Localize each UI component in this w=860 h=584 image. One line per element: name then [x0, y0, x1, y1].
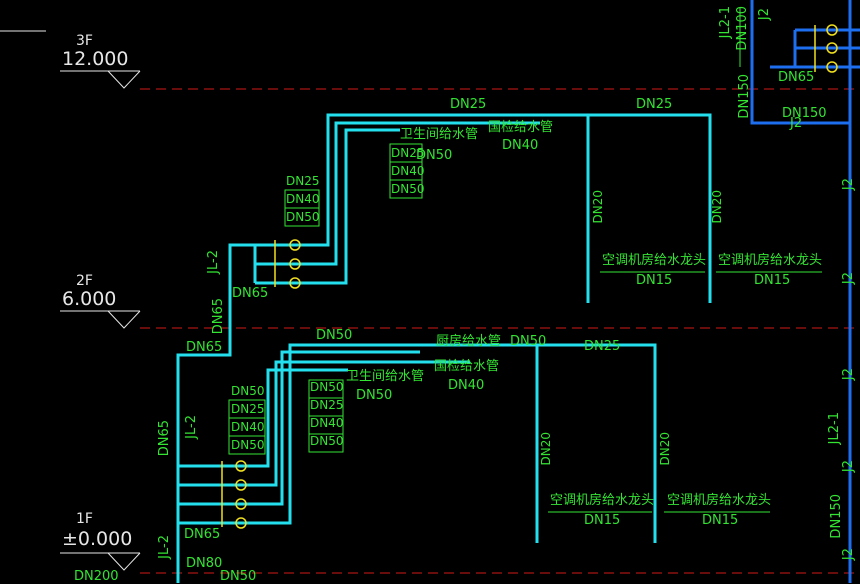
- label-dn50-stack-2f: DN50: [391, 182, 425, 196]
- label-dn25-stack-1f: DN25: [310, 398, 344, 412]
- label-dn25-1f-right: DN25: [584, 339, 621, 354]
- level-symbols: [0, 30, 141, 571]
- label-ac-tap-2f-b: 空调机房给水龙头: [718, 253, 823, 268]
- label-jl21-bottom: JL2-1: [827, 412, 842, 445]
- label-dn15-1f-a: DN15: [584, 513, 621, 528]
- label-dn25-2f-right: DN25: [636, 97, 673, 112]
- label-j2-a: J2: [841, 178, 856, 191]
- label-dn40-left-1f: DN40: [231, 420, 265, 434]
- label-dn20-2f-a: DN20: [591, 190, 605, 224]
- riser-jl2: [176, 243, 265, 583]
- label-dn25-2f-top: DN25: [450, 97, 487, 112]
- level-lines: [140, 88, 860, 574]
- label-ac-tap-1f-b: 空调机房给水龙头: [667, 493, 772, 508]
- label-dn40-left-2f: DN40: [286, 192, 320, 206]
- label-ac-tap-2f-a: 空调机房给水龙头: [602, 253, 707, 268]
- label-dn50-stack-1f-a: DN50: [310, 380, 344, 394]
- label-dn50-toilet-2f: DN50: [416, 148, 453, 163]
- label-kitchen-1f: 厨房给水管: [436, 334, 502, 349]
- label-dn200: DN200: [74, 569, 119, 584]
- label-j2-c: J2: [841, 368, 856, 381]
- label-dn40-inspect-2f: DN40: [502, 138, 539, 153]
- level-2f-name: 2F: [76, 273, 93, 289]
- label-dn20-1f-b: DN20: [658, 432, 672, 466]
- label-dn150-bottom: DN150: [829, 494, 844, 539]
- level-1f-name: 1F: [76, 511, 93, 527]
- level-2f-elev: 6.000: [62, 288, 117, 310]
- label-dn40-inspect-1f: DN40: [448, 378, 485, 393]
- label-j2-d: J2: [841, 460, 856, 473]
- label-dn65-riser-mid: DN65: [186, 340, 223, 355]
- label-inspect-1f: 国检给水管: [434, 359, 500, 374]
- label-dn50-left-1f-b: DN50: [231, 438, 265, 452]
- label-dn15-2f-a: DN15: [636, 273, 673, 288]
- label-dn80: DN80: [186, 556, 223, 571]
- label-dn150-right-a: DN150: [737, 74, 752, 119]
- label-dn100: DN100: [735, 6, 750, 51]
- label-dn50-toilet-1f: DN50: [356, 388, 393, 403]
- label-dn25-stack-2f: DN25: [391, 146, 425, 160]
- label-inspect-2f: 国检给水管: [488, 120, 554, 135]
- leaders: [228, 8, 822, 513]
- label-dn20-2f-b: DN20: [710, 190, 724, 224]
- label-dn65-riser-2f: DN65: [211, 298, 226, 335]
- label-dn20-1f-a: DN20: [539, 432, 553, 466]
- valves: [235, 24, 838, 529]
- label-j2-top: J2: [757, 8, 772, 21]
- label-j2-b: J2: [841, 272, 856, 285]
- label-dn50-stack-1f-b: DN50: [310, 434, 344, 448]
- label-j2-e: J2: [841, 548, 856, 561]
- label-toilet-2f: 卫生间给水管: [400, 127, 479, 142]
- label-dn150-right-b: DN150: [782, 106, 827, 121]
- level-1f-elev: ±0.000: [62, 528, 133, 550]
- label-dn65-riser-1f: DN65: [157, 420, 172, 457]
- label-dn25-left-1f: DN25: [231, 402, 265, 416]
- label-dn50-left-2f: DN50: [286, 210, 320, 224]
- label-jl2-2f: JL-2: [206, 250, 221, 274]
- label-j2-horizontal: J2: [790, 116, 803, 131]
- level-3f-elev: 12.000: [62, 48, 129, 70]
- label-dn15-1f-b: DN15: [702, 513, 739, 528]
- label-dn50-1f-top: DN50: [316, 328, 353, 343]
- label-dn65-1f: DN65: [184, 527, 221, 542]
- label-dn65-2f: DN65: [232, 286, 269, 301]
- label-toilet-1f: 卫生间给水管: [346, 369, 425, 384]
- label-dn15-2f-b: DN15: [754, 273, 791, 288]
- label-dn25-left-2f: DN25: [286, 174, 320, 188]
- label-dn40-stack-1f: DN40: [310, 416, 344, 430]
- label-jl2-1f-b: JL-2: [157, 535, 172, 559]
- level-3f-name: 3F: [76, 33, 93, 49]
- valve-stems: [221, 25, 816, 527]
- label-dn50-kitchen-1f: DN50: [510, 334, 547, 349]
- label-jl2-1f-a: JL-2: [184, 415, 199, 439]
- label-dn65-right: DN65: [778, 70, 815, 85]
- label-dn50-bottom: DN50: [220, 569, 257, 584]
- label-dn50-left-1f-a: DN50: [231, 384, 265, 398]
- label-jl21-top: JL2-1: [718, 6, 733, 39]
- label-ac-tap-1f-a: 空调机房给水龙头: [550, 493, 655, 508]
- label-dn40-stack-2f: DN40: [391, 164, 425, 178]
- cyan-pipes: [176, 113, 712, 583]
